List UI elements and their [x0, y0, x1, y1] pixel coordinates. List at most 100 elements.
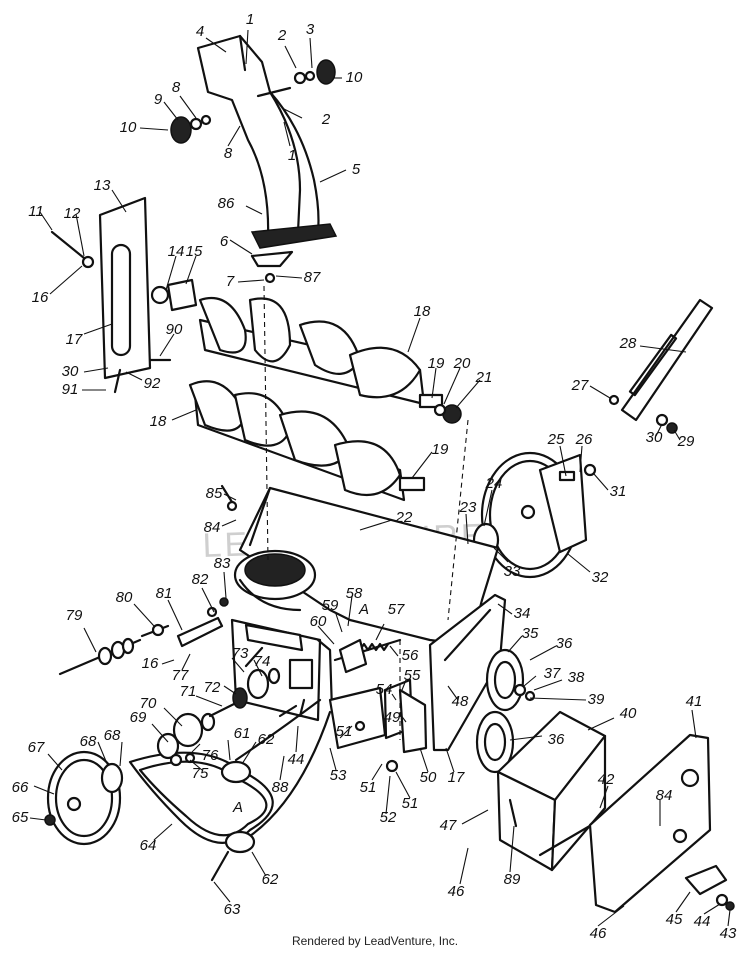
chute-rod — [58, 623, 170, 676]
alignment-line — [263, 285, 269, 561]
callout-label: 19 — [432, 441, 449, 458]
callout-label: 1 — [246, 11, 254, 28]
callout-label: 43 — [720, 925, 737, 942]
shave-plate-bracket — [328, 678, 428, 773]
render-credit: Rendered by LeadVenture, Inc. — [291, 934, 459, 948]
callout-label: 38 — [568, 669, 585, 686]
callout-label: 82 — [192, 571, 209, 588]
callout-label: 62 — [262, 871, 279, 888]
callout-label: 51 — [360, 779, 377, 796]
callout-label: 80 — [116, 589, 133, 606]
callout-label: 17 — [448, 769, 465, 786]
idler-pulley-62 — [210, 760, 256, 882]
callout-label: 41 — [686, 693, 703, 710]
callout-label: 53 — [330, 767, 347, 784]
callout-label: 18 — [414, 303, 431, 320]
callout-label: 12 — [64, 205, 81, 222]
callout-label: 18 — [150, 413, 167, 430]
callout-label: 73 — [232, 645, 249, 662]
callout-label: 3 — [306, 21, 315, 38]
callout-label: 8 — [224, 145, 233, 162]
callout-label: 42 — [598, 771, 615, 788]
callout-label: 92 — [144, 375, 161, 392]
callout-label: 44 — [288, 751, 305, 768]
callout-label: 51 — [336, 723, 353, 740]
impeller-disc — [480, 451, 597, 579]
skid-shoe — [684, 864, 735, 911]
callout-label: 13 — [94, 177, 111, 194]
callout-label: 16 — [142, 655, 159, 672]
callout-label: 8 — [172, 79, 181, 96]
callout-label: 22 — [395, 509, 413, 526]
engine-pulley-stack — [156, 646, 281, 767]
callout-label: 72 — [204, 679, 221, 696]
callout-label: 74 — [254, 653, 271, 670]
callout-label: 84 — [656, 787, 673, 804]
chute-rod-bracket — [176, 597, 229, 648]
idler-pulleys — [475, 648, 536, 774]
callout-label: 15 — [186, 243, 203, 260]
callout-label: 36 — [556, 635, 573, 652]
callout-label: 89 — [504, 871, 521, 888]
adjustment-bar — [608, 298, 714, 434]
callout-label: 32 — [592, 569, 609, 586]
auger-bearing — [433, 403, 462, 424]
callout-label: 54 — [376, 681, 393, 698]
callout-label: 76 — [202, 747, 219, 764]
callout-label: A — [358, 601, 369, 618]
callout-label: 30 — [646, 429, 663, 446]
callout-label: 65 — [12, 809, 29, 826]
callout-label: 68 — [80, 733, 97, 750]
chute-crank-knob-right — [293, 59, 336, 85]
callout-label: 39 — [588, 691, 605, 708]
left-side-plate — [50, 196, 198, 394]
callout-label: 10 — [346, 69, 363, 86]
callout-label: 20 — [453, 355, 471, 372]
callout-label: 67 — [28, 739, 45, 756]
callouts: 1 4 2 3 10 8 9 10 2 8 1 5 13 11 12 86 6 … — [12, 11, 737, 942]
callout-label: 2 — [321, 111, 331, 128]
callout-label: 87 — [304, 269, 321, 286]
discharge-chute — [196, 34, 338, 249]
belt-guide-bolts — [278, 698, 306, 718]
callout-label: 1 — [288, 147, 296, 164]
callout-label: 31 — [610, 483, 627, 500]
callout-label: 46 — [590, 925, 607, 942]
callout-label: 36 — [548, 731, 565, 748]
callout-label: 26 — [575, 431, 593, 448]
callout-label: 69 — [130, 709, 147, 726]
callout-label: 85 — [206, 485, 223, 502]
callout-label: 50 — [420, 769, 437, 786]
callout-label: 60 — [310, 613, 327, 630]
callout-label: 9 — [154, 91, 163, 108]
lower-auger — [188, 380, 426, 502]
callout-label: 2 — [277, 27, 287, 44]
callout-label: 33 — [504, 563, 521, 580]
callout-label: 5 — [352, 161, 361, 178]
callout-label: 21 — [475, 369, 493, 386]
callout-label: 63 — [224, 901, 241, 918]
callout-label: 44 — [694, 913, 711, 930]
callout-label: 91 — [62, 381, 79, 398]
callout-label: 4 — [196, 23, 204, 40]
callout-label: 66 — [12, 779, 29, 796]
callout-label: 37 — [544, 665, 561, 682]
callout-label: 45 — [666, 911, 683, 928]
callout-label: 88 — [272, 779, 289, 796]
frame-assembly — [496, 710, 607, 872]
frame-side-plate — [588, 733, 712, 914]
callout-label: 64 — [140, 837, 157, 854]
callout-label: 84 — [204, 519, 221, 536]
callout-label: 68 — [104, 727, 121, 744]
callout-label: 70 — [140, 695, 157, 712]
callout-label: A — [232, 799, 243, 816]
callout-label: 49 — [384, 709, 401, 726]
callout-label: 61 — [234, 725, 251, 742]
callout-label: 75 — [192, 765, 209, 782]
callout-label: 19 — [428, 355, 445, 372]
callout-label: 52 — [380, 809, 397, 826]
callout-label: 79 — [66, 607, 83, 624]
callout-label: 48 — [452, 693, 469, 710]
callout-label: 6 — [220, 233, 229, 250]
